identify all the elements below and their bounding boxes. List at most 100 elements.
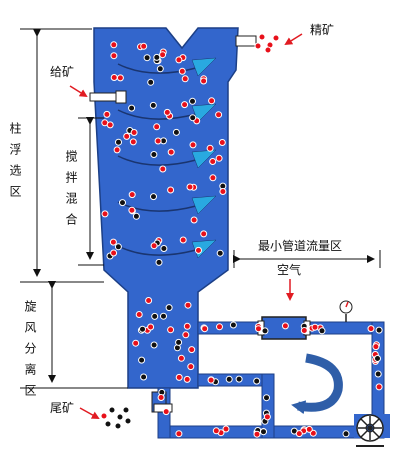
black-particle bbox=[138, 356, 146, 364]
black-particle bbox=[160, 312, 167, 320]
tailings-label: 尾矿 bbox=[50, 401, 75, 415]
black-particle bbox=[374, 370, 382, 378]
red-particle bbox=[181, 101, 189, 109]
red-particle bbox=[367, 325, 375, 333]
tailings-pointer bbox=[79, 407, 100, 419]
red-particle bbox=[186, 183, 194, 191]
cyclone-section-label: 旋风分离区 bbox=[23, 300, 37, 405]
red-particle bbox=[208, 97, 216, 105]
red-particle bbox=[109, 238, 117, 246]
red-particle bbox=[201, 325, 209, 333]
min-pipe-flow-zone-label: 最小管道流量区 bbox=[258, 239, 343, 253]
black-particle bbox=[151, 312, 159, 320]
black-particle bbox=[143, 54, 151, 62]
section-brackets bbox=[20, 28, 381, 389]
pump-icon bbox=[354, 414, 390, 447]
swirl-arrow-icon bbox=[117, 103, 217, 123]
red-particle bbox=[258, 33, 266, 41]
red-particle bbox=[106, 121, 114, 129]
particles bbox=[100, 33, 383, 438]
pressure-gauge-icon bbox=[339, 300, 353, 322]
red-particle bbox=[175, 430, 183, 438]
red-particle bbox=[200, 77, 208, 85]
red-particle bbox=[183, 375, 191, 383]
black-particle bbox=[235, 375, 243, 383]
black-particle bbox=[261, 327, 269, 335]
red-particle bbox=[183, 322, 191, 330]
red-particle bbox=[263, 413, 271, 421]
red-particle bbox=[110, 249, 118, 257]
black-particle bbox=[156, 65, 164, 73]
red-particle bbox=[215, 111, 223, 119]
black-particle bbox=[150, 193, 157, 201]
black-particle bbox=[225, 375, 233, 383]
red-particle bbox=[219, 188, 227, 195]
mixing-section-label: 搅拌混合 bbox=[64, 150, 78, 234]
red-particle bbox=[200, 230, 208, 238]
black-particle bbox=[114, 422, 122, 430]
red-particle bbox=[190, 216, 198, 224]
black-particle bbox=[374, 355, 381, 362]
feed-pointer bbox=[69, 85, 88, 98]
black-particle bbox=[114, 243, 122, 251]
red-particle bbox=[110, 74, 118, 81]
red-particle bbox=[300, 327, 308, 334]
red-particle bbox=[264, 46, 272, 54]
red-particle bbox=[132, 339, 140, 347]
black-particle bbox=[216, 249, 224, 257]
red-particle bbox=[177, 354, 185, 362]
red-particle bbox=[167, 148, 175, 156]
black-particle bbox=[104, 420, 112, 428]
red-particle bbox=[167, 326, 175, 334]
pointer-arrows bbox=[69, 33, 303, 419]
red-particle bbox=[159, 165, 167, 173]
black-particle bbox=[147, 78, 155, 86]
air-label: 空气 bbox=[277, 263, 302, 277]
red-particle bbox=[207, 376, 215, 384]
black-particle bbox=[122, 406, 130, 414]
column-section-label: 柱浮选区 bbox=[8, 122, 22, 206]
black-particle bbox=[189, 114, 197, 122]
red-particle bbox=[128, 191, 136, 199]
red-particle bbox=[163, 108, 171, 116]
red-particle bbox=[209, 174, 217, 182]
red-particle bbox=[255, 325, 262, 333]
red-particle bbox=[113, 146, 121, 154]
red-particle bbox=[295, 430, 303, 438]
red-particle bbox=[254, 42, 262, 50]
black-particle bbox=[108, 406, 116, 414]
black-particle bbox=[115, 138, 122, 146]
black-particle bbox=[318, 327, 326, 335]
red-particle bbox=[175, 56, 183, 64]
red-particle bbox=[187, 363, 195, 371]
black-particle bbox=[116, 413, 124, 421]
red-particle bbox=[162, 408, 170, 416]
red-particle bbox=[175, 373, 183, 381]
black-particle bbox=[263, 394, 270, 402]
black-particle bbox=[189, 97, 196, 105]
black-particle bbox=[160, 245, 168, 252]
red-particle bbox=[182, 331, 190, 339]
red-particle bbox=[184, 301, 192, 309]
red-particle bbox=[281, 322, 289, 330]
red-particle bbox=[218, 139, 226, 146]
black-particle bbox=[155, 258, 163, 266]
red-particle bbox=[178, 67, 186, 75]
black-particle bbox=[149, 101, 157, 109]
swirl-arrow-icon bbox=[117, 57, 217, 77]
black-particle bbox=[253, 377, 261, 385]
black-particle bbox=[375, 326, 383, 334]
circulation-arrow-icon bbox=[291, 353, 343, 415]
red-particle bbox=[222, 425, 230, 433]
black-particle bbox=[150, 151, 158, 158]
red-particle bbox=[154, 137, 162, 145]
red-particle bbox=[129, 138, 137, 146]
black-particle bbox=[150, 341, 158, 349]
red-particle bbox=[157, 394, 165, 401]
concentrate-outlet-pipe bbox=[235, 35, 257, 47]
black-particle bbox=[153, 53, 161, 61]
red-particle bbox=[150, 242, 158, 250]
red-particle bbox=[130, 129, 138, 136]
red-particle bbox=[101, 210, 109, 218]
